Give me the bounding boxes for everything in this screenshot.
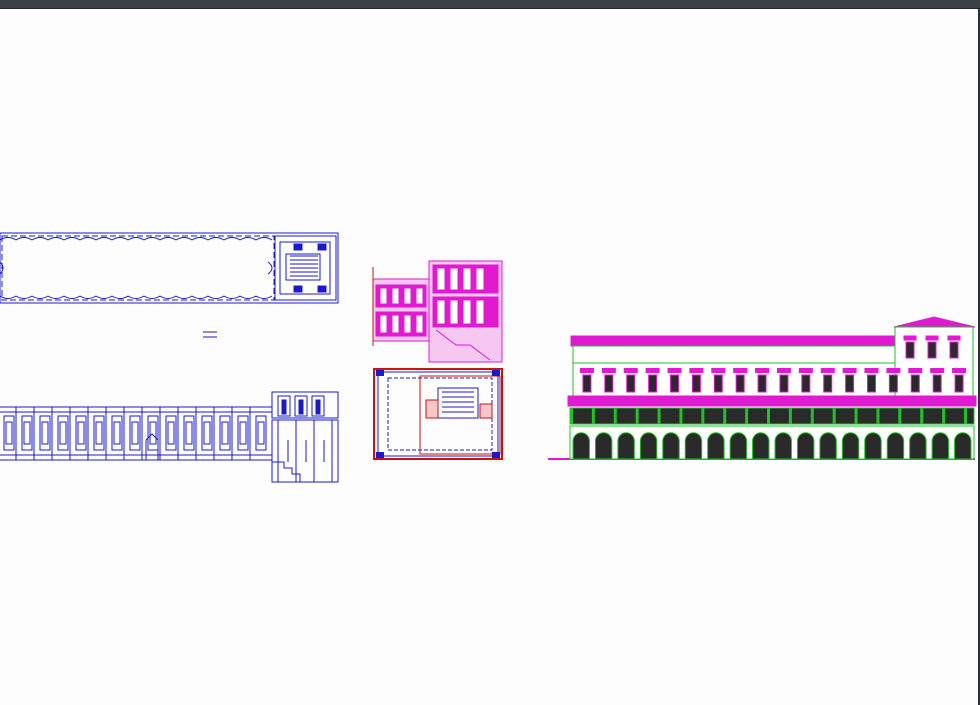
facade-elevation-view[interactable]: [548, 316, 977, 460]
loggia-pier: [854, 408, 858, 424]
loggia-pier: [767, 408, 770, 424]
window-title-bar: [0, 0, 980, 9]
loggia-pier: [876, 408, 880, 424]
loggia-pier: [788, 408, 792, 424]
facade-arch: [707, 432, 725, 460]
facade-window: [645, 368, 660, 393]
loggia-pier: [920, 408, 924, 424]
facade-window: [908, 368, 923, 393]
loggia-pier: [942, 408, 946, 424]
dimension-mark: [203, 331, 217, 338]
facade-window: [864, 368, 879, 393]
facade-arch: [662, 432, 680, 460]
facade-arch: [954, 432, 972, 460]
loggia-pier: [745, 408, 749, 424]
facade-window: [798, 368, 813, 393]
facade-arch: [572, 432, 590, 460]
facade-arch: [617, 432, 635, 460]
loggia-pier: [679, 408, 683, 424]
facade-window: [842, 368, 857, 393]
facade-arch: [931, 432, 950, 460]
loggia-pier: [635, 408, 639, 424]
facade-window: [733, 368, 748, 393]
loggia-pier: [701, 408, 705, 424]
loggia-pier: [591, 408, 595, 424]
facade-arch: [886, 432, 905, 460]
facade-arch: [841, 432, 860, 460]
facade-window: [579, 368, 594, 393]
facade-arch: [909, 432, 927, 460]
facade-window: [601, 368, 616, 393]
facade-window: [930, 368, 945, 393]
drawing-canvas[interactable]: [0, 9, 978, 705]
facade-arch: [819, 432, 837, 460]
facade-arch: [684, 432, 703, 460]
cad-drawing: [0, 232, 977, 483]
stair-section-view[interactable]: [372, 260, 503, 363]
facade-arch: [639, 432, 658, 460]
facade-arch: [796, 432, 815, 460]
long-plan-view[interactable]: [0, 232, 339, 304]
loggia-pier: [898, 408, 902, 424]
facade-window: [755, 368, 770, 393]
facade-window: [689, 368, 704, 393]
loggia-pier: [723, 408, 727, 424]
window-right-edge: [978, 8, 980, 705]
facade-window: [776, 368, 791, 393]
facade-arch: [729, 432, 748, 460]
loggia-pier: [613, 408, 617, 424]
facade-window: [623, 368, 638, 393]
loggia-pier: [964, 408, 967, 424]
long-elevation-view[interactable]: [0, 391, 339, 483]
facade-window: [711, 368, 726, 393]
facade-arch: [752, 432, 770, 460]
loggia-pier: [657, 408, 661, 424]
facade-arch: [594, 432, 613, 460]
facade-window: [667, 368, 682, 393]
facade-arch: [864, 432, 882, 460]
facade-window: [886, 368, 901, 393]
facade-window: [820, 368, 835, 393]
facade-arch: [774, 432, 792, 460]
loggia-pier: [570, 408, 573, 424]
loggia-pier: [810, 408, 814, 424]
loggia-pier: [832, 408, 836, 424]
facade-window: [952, 368, 967, 393]
stair-plan-view[interactable]: [373, 368, 503, 460]
